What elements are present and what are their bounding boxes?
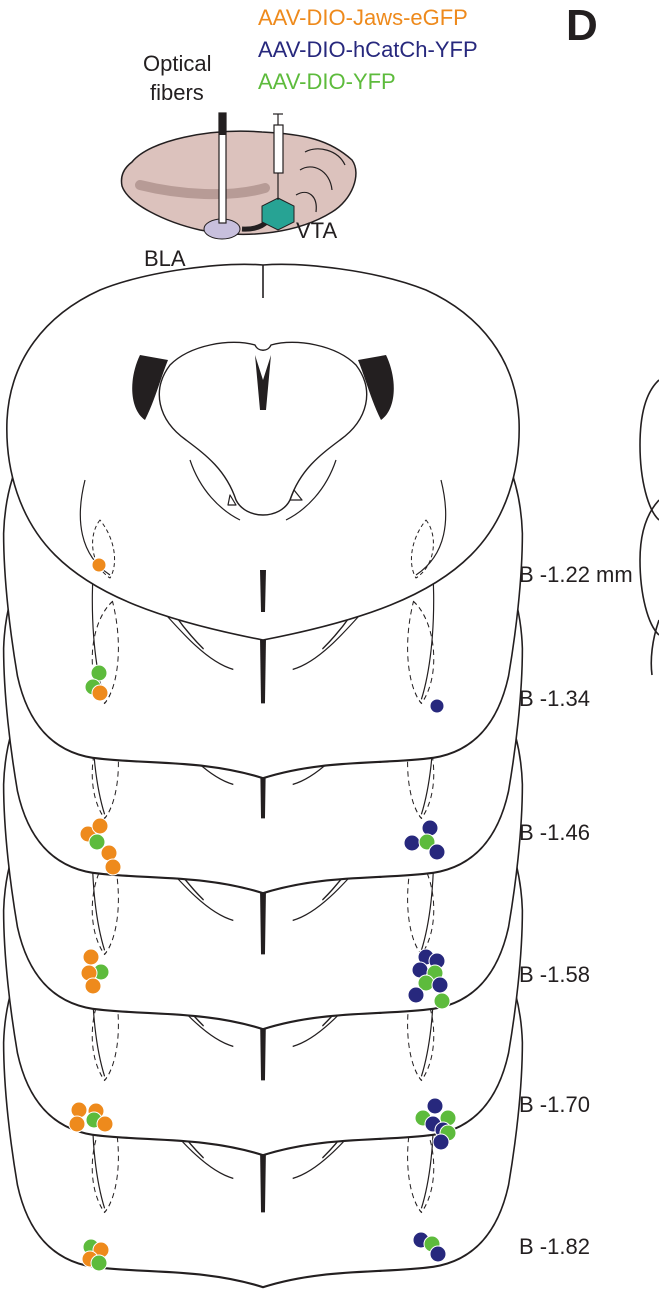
optical-fibers-label-line1: Optical xyxy=(143,51,211,76)
section-label-b-1-58: B -1.58 xyxy=(519,962,590,987)
section-label-b-1-82: B -1.82 xyxy=(519,1234,590,1259)
section-label-b-1-22: B -1.22 mm xyxy=(519,562,633,587)
dot-jaws xyxy=(83,949,99,965)
dot-jaws xyxy=(101,845,117,861)
vta-label: VTA xyxy=(296,218,337,243)
dot-hcatch xyxy=(408,987,424,1003)
dot-jaws xyxy=(92,558,106,572)
section-label-b-1-34: B -1.34 xyxy=(519,686,590,711)
legend-jaws: AAV-DIO-Jaws-eGFP xyxy=(258,5,468,30)
dot-yfp xyxy=(91,1255,107,1271)
dot-jaws xyxy=(105,859,121,875)
dot-jaws xyxy=(92,818,108,834)
dot-jaws xyxy=(85,978,101,994)
dot-hcatch xyxy=(422,820,438,836)
dot-yfp xyxy=(434,993,450,1009)
optical-fibers-label-line2: fibers xyxy=(150,80,204,105)
dot-hcatch xyxy=(430,1246,446,1262)
section-label-b-1-70: B -1.70 xyxy=(519,1092,590,1117)
panel-label: D xyxy=(566,1,598,50)
legend-hcatch: AAV-DIO-hCatCh-YFP xyxy=(258,37,478,62)
dot-hcatch xyxy=(404,835,420,851)
dot-hcatch xyxy=(433,1134,449,1150)
dot-jaws xyxy=(92,685,108,701)
legend-yfp: AAV-DIO-YFP xyxy=(258,69,396,94)
bla-label: BLA xyxy=(144,246,186,271)
adjacent-panel-edge xyxy=(640,380,659,675)
section-label-b-1-46: B -1.46 xyxy=(519,820,590,845)
dot-hcatch xyxy=(427,1098,443,1114)
dot-hcatch xyxy=(430,699,444,713)
dot-hcatch xyxy=(432,977,448,993)
dot-jaws xyxy=(97,1116,113,1132)
dot-jaws xyxy=(69,1116,85,1132)
dot-hcatch xyxy=(429,844,445,860)
dot-jaws xyxy=(71,1102,87,1118)
